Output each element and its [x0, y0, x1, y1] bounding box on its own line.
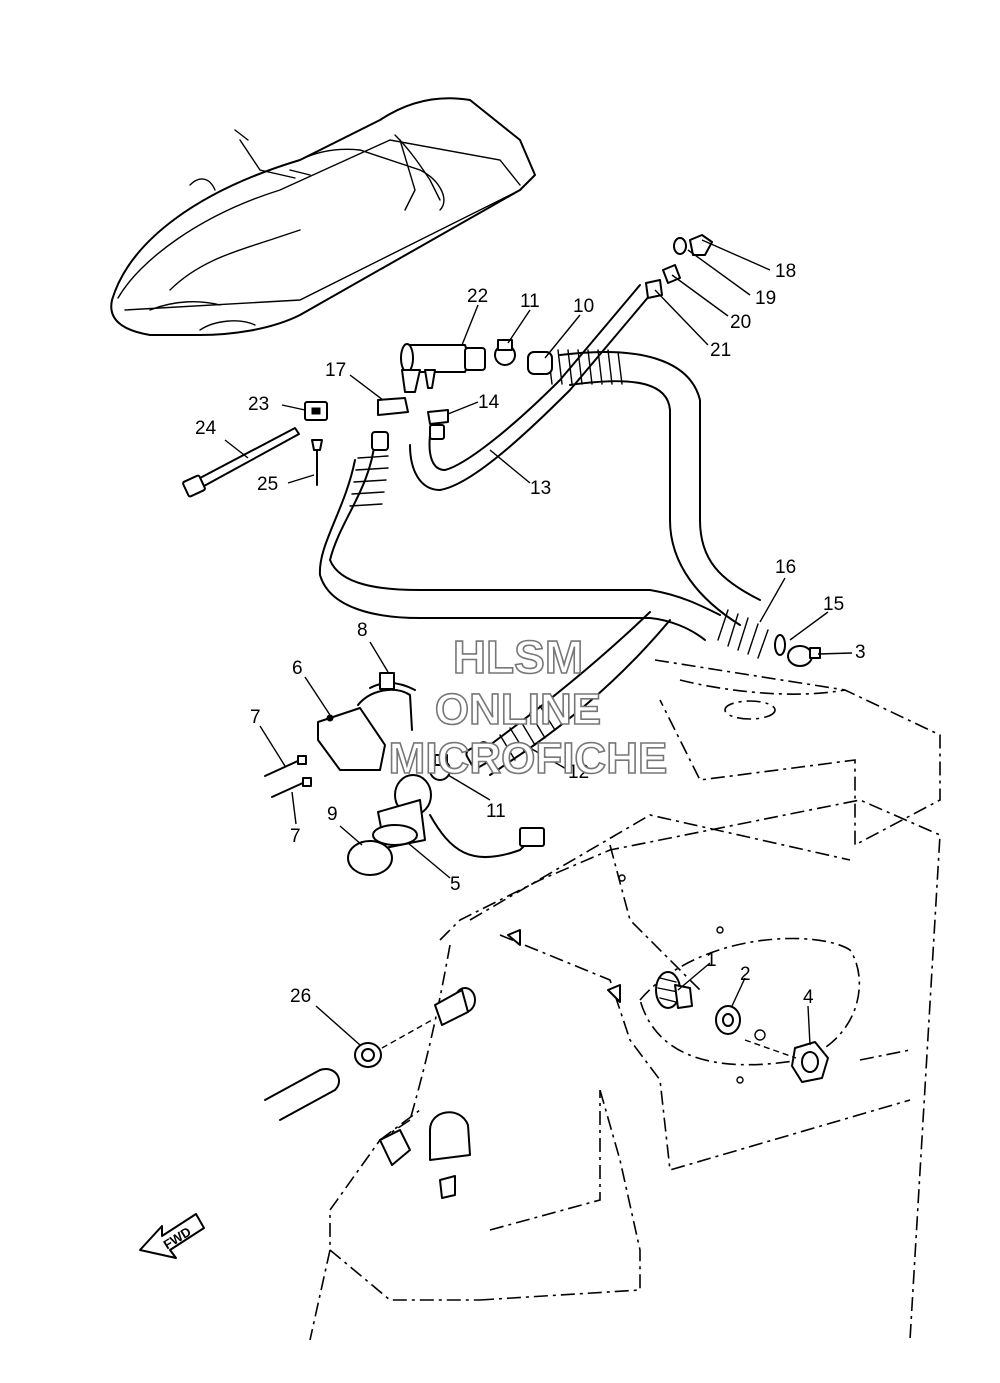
callout-7-upper: 7: [250, 707, 261, 728]
watermark: HLSM ONLINE MICROFICHE: [388, 630, 668, 784]
hull-outline: [309, 659, 941, 1341]
callout-24: 24: [195, 418, 217, 439]
watermark-line-1: HLSM: [453, 631, 583, 683]
corrugated-end-left: [349, 455, 389, 507]
part-4-nut: [791, 1041, 829, 1083]
callout-2: 2: [740, 964, 751, 985]
fwd-direction-arrow: FWD: [139, 1213, 205, 1259]
part-11-clamp-upper: [494, 339, 516, 366]
hose-13: [409, 284, 651, 491]
part-11-clamp-lower: [429, 754, 451, 781]
callout-3: 3: [855, 642, 866, 663]
callout-11-lower: 11: [486, 801, 506, 822]
hose-12: [465, 611, 671, 776]
callout-6: 6: [292, 658, 303, 679]
parts-18-21: [645, 234, 713, 299]
part-2-washer: [715, 1005, 741, 1035]
callout-22: 22: [467, 286, 488, 307]
callout-17: 17: [325, 360, 346, 381]
callout-9: 9: [327, 804, 338, 825]
hull-marks: [379, 929, 621, 1166]
part-24-cable-tie: [182, 427, 300, 498]
callout-25: 25: [257, 474, 278, 495]
corrugated-end-upper: [547, 349, 623, 385]
callout-21: 21: [710, 340, 731, 361]
callout-26: 26: [290, 986, 311, 1007]
callout-13: 13: [530, 478, 551, 499]
callout-11-upper: 11: [520, 291, 540, 312]
part-8-bracket: [357, 672, 416, 731]
callout-1: 1: [706, 950, 717, 971]
callout-19: 19: [755, 288, 776, 309]
part-26-clamp: [354, 1042, 382, 1068]
callout-15: 15: [823, 594, 844, 615]
callout-7-lower: 7: [290, 826, 301, 847]
callout-23: 23: [248, 394, 269, 415]
part-9-disc: [347, 840, 393, 876]
lower-pipe: [264, 987, 476, 1199]
callout-5: 5: [450, 874, 461, 895]
part-1-fitting: [655, 971, 693, 1009]
callout-10: 10: [573, 296, 594, 317]
part-6-bracket: [317, 707, 386, 771]
part-23-holder: [304, 401, 328, 421]
hose-assembly: [318, 349, 786, 659]
watermark-line-3: MICROFICHE: [389, 734, 668, 783]
part-14-clamp: [427, 409, 449, 425]
callout-20: 20: [730, 312, 751, 333]
callout-labels: 18 19 20 21 22 11 10 17 14 13 23 24 25 1…: [195, 261, 866, 1008]
callout-18: 18: [775, 261, 796, 282]
part-22-fitting: [400, 343, 486, 393]
leader-lines: [224, 239, 853, 1059]
watercraft-overview: [110, 97, 536, 336]
callout-16: 16: [775, 557, 796, 578]
part-7-rivets: [264, 755, 312, 798]
watermark-line-2: ONLINE: [435, 685, 601, 734]
part-17-clamp: [377, 397, 409, 416]
callout-14: 14: [478, 392, 500, 413]
callout-12: 12: [568, 762, 589, 783]
part-5-bilge-pump: [372, 774, 545, 859]
callout-4: 4: [803, 987, 814, 1008]
part-3-clamp: [787, 645, 821, 667]
part-25-rivet: [311, 439, 323, 486]
corrugated-end-right: [717, 609, 769, 659]
callout-8: 8: [357, 620, 368, 641]
